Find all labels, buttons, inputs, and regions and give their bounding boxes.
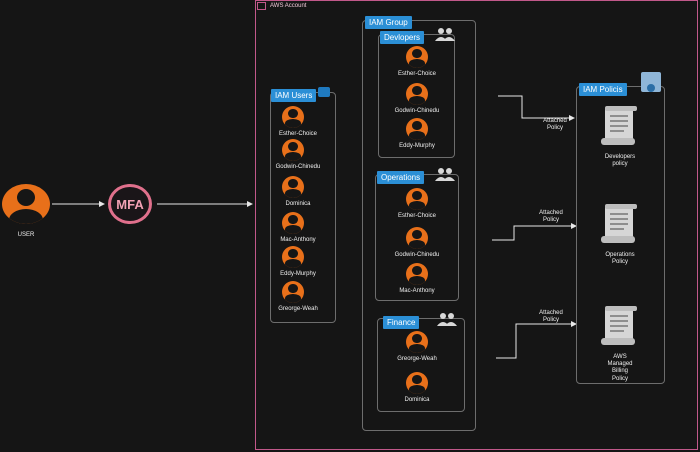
operations-policy-arrow (492, 223, 577, 241)
developers-group-title: Devlopers (380, 31, 425, 44)
person-avatar-icon (406, 46, 428, 68)
iam-user-name: Godwin-Chinedu (275, 164, 321, 170)
user-avatar-icon (2, 184, 50, 224)
iam-users-title: IAM Users (271, 89, 317, 102)
developers-group-icon (435, 28, 455, 41)
mfa-label: MFA (116, 196, 144, 212)
person-avatar-icon (282, 212, 304, 234)
aws-account-label: AWS Account (270, 3, 307, 9)
developers-policy-arrow (498, 95, 575, 121)
iam-user-name: Esther-Choice (278, 131, 317, 137)
iam-group-title: IAM Group (365, 16, 412, 29)
finance-group-box (377, 318, 465, 412)
person-avatar-icon (282, 176, 304, 198)
aws-account-boundary (255, 0, 698, 450)
person-avatar-icon (282, 139, 304, 161)
operations-group-icon (435, 168, 455, 181)
person-avatar-icon (282, 281, 304, 303)
policy-document-icon (601, 306, 637, 345)
group-member-name: Dominica (404, 397, 430, 403)
iam-user-name: Greorge-Weah (278, 306, 318, 312)
person-avatar-icon (406, 263, 428, 285)
group-member-name: Godwin-Chinedu (394, 108, 440, 114)
person-avatar-icon (406, 118, 428, 140)
mfa-node[interactable]: MFA (108, 184, 152, 224)
certificate-badge-icon (641, 72, 661, 92)
person-avatar-icon (406, 227, 428, 249)
group-member-name: Esther-Choice (397, 71, 436, 77)
user-label: USER (17, 232, 35, 238)
group-member-name: Greorge-Weah (397, 356, 437, 362)
iam-user-name: Mac-Anthony (280, 237, 316, 243)
person-avatar-icon (406, 188, 428, 210)
group-member-name: Eddy-Murphy (399, 143, 435, 149)
iam-user-name: Dominica (285, 201, 311, 207)
group-member-name: Mac-Anthony (399, 288, 435, 294)
finance-policy-arrow (496, 321, 577, 359)
iam-user-name: Eddy-Murphy (280, 271, 316, 277)
person-avatar-icon (406, 372, 428, 394)
policy-document-icon (601, 106, 637, 145)
person-avatar-icon (282, 106, 304, 128)
person-avatar-icon (282, 246, 304, 268)
finance-group-title: Finance (383, 316, 420, 329)
iam-users-badge-icon (318, 87, 330, 97)
aws-account-icon (257, 2, 266, 10)
person-avatar-icon (406, 331, 428, 353)
policy-document-icon (601, 204, 637, 243)
group-member-name: Esther-Choice (397, 213, 436, 219)
person-avatar-icon (406, 83, 428, 105)
operations-group-title: Operations (377, 171, 425, 184)
group-member-name: Godwin-Chinedu (394, 252, 440, 258)
finance-group-icon (437, 313, 457, 326)
iam-group-box (362, 20, 476, 431)
iam-policies-title: IAM Policis (579, 83, 627, 96)
